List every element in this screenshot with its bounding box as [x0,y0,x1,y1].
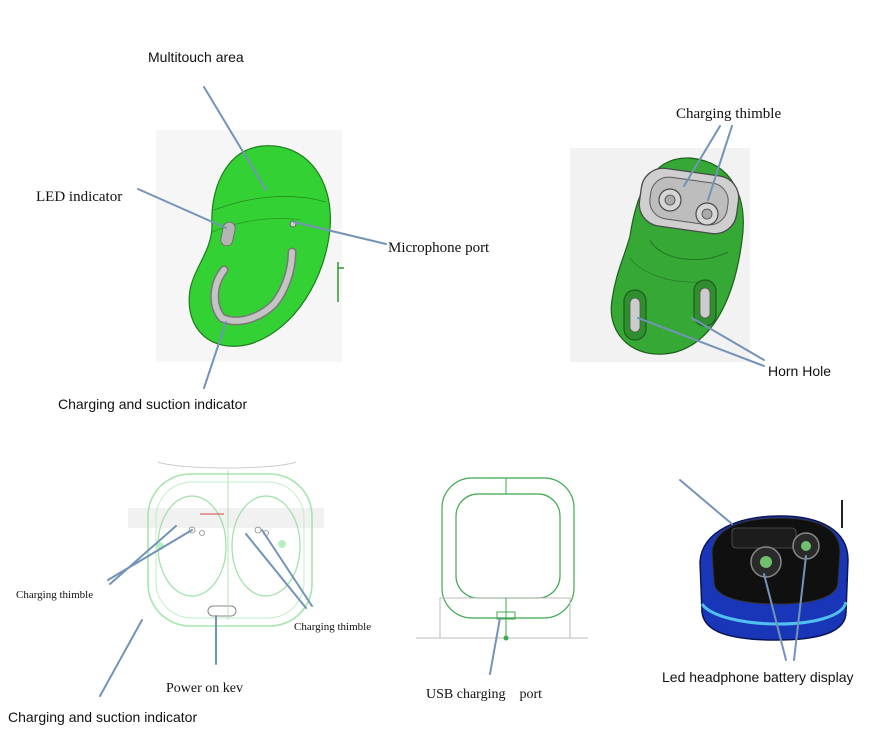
charging-thimble-pointer-left-b [109,525,177,585]
multitouch-area-pointer [203,86,267,191]
horn-hole-pointer-b [691,317,765,361]
battery-display-pointer-b [793,555,807,661]
earbud-front-view [156,130,344,362]
led-battery-display-label: Led headphone battery display [662,669,853,685]
usb-charging-port-pointer [489,617,501,675]
charging-thimble-label-right: Charging thimble [294,621,371,633]
charging-suction-pointer-bottom [99,619,143,697]
horn-hole-pointer-a [637,317,765,367]
usb-charging-port-label: USB charging port [426,687,542,702]
charging-suction-label-top: Charging and suction indicator [58,396,247,412]
led-indicator-label: LED indicator [36,189,122,205]
battery-display-pointer-top [679,479,733,525]
charging-thimble-pointer-right-a [261,529,313,607]
case-side-outline [416,477,588,641]
power-on-key-label: Power on kev [166,681,243,696]
microphone-port-label: Microphone port [388,240,490,256]
charging-thimble-label-left: Charging thimble [16,589,93,601]
charging-thimble-pointer-top-b [707,125,733,201]
led-indicator-pointer [137,188,227,229]
charging-suction-pointer-top [203,321,227,389]
microphone-port-pointer [293,221,387,245]
multitouch-area-label: Multitouch area [148,49,244,65]
charging-thimble-pointer-right-b [245,533,307,609]
charging-thimble-pointer-left-a [107,529,193,581]
charging-thimble-label-top: Charging thimble [676,106,781,122]
horn-hole-label: Horn Hole [768,363,831,379]
case-outline-drawing [128,461,324,627]
earbud-back-view [570,148,750,362]
charging-thimble-pointer-top-a [683,125,721,187]
charging-suction-label-bottom: Charging and suction indicator [8,709,197,725]
charging-case-photo [699,500,849,641]
battery-display-pointer-a [763,573,787,661]
